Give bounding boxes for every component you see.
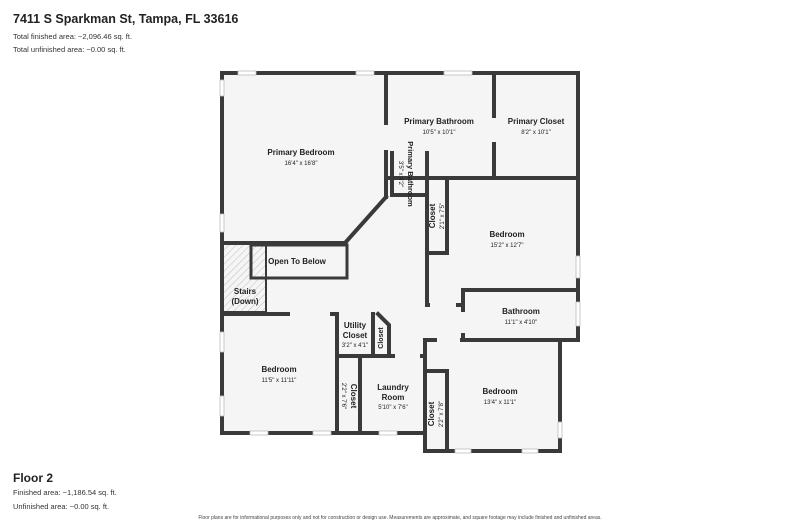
- laundry-label-2: Room: [382, 393, 405, 402]
- total-unfinished-area: Total unfinished area: ~0.00 sq. ft.: [13, 45, 126, 54]
- bedroom-b-dim: 11'5" x 11'11": [262, 378, 297, 384]
- primary-bathroom-small-label: Primary Bathroom: [406, 141, 415, 207]
- laundry-dim: 5'10" x 7'6": [378, 405, 408, 411]
- closet-a-dim: 2'1" x 7'5": [440, 203, 446, 229]
- bedroom-c-label: Bedroom: [482, 387, 517, 396]
- stairs-sub-label: (Down): [231, 297, 258, 306]
- floor-area: [222, 73, 578, 451]
- address-title: 7411 S Sparkman St, Tampa, FL 33616: [13, 12, 239, 26]
- bedroom-a-dim: 15'2" x 12'7": [491, 243, 524, 249]
- bathroom-label: Bathroom: [502, 307, 540, 316]
- floor-finished-area: Finished area: ~1,186.54 sq. ft.: [13, 488, 117, 497]
- bedroom-a-label: Bedroom: [489, 230, 524, 239]
- primary-bedroom-label: Primary Bedroom: [267, 148, 334, 157]
- open-to-below-label: Open To Below: [268, 257, 326, 266]
- closet-b-label: Closet: [349, 384, 358, 409]
- primary-bathroom-small-dim: 3'5" x 4'2": [397, 161, 403, 187]
- closet-a-label: Closet: [428, 203, 437, 228]
- closet-c-label: Closet: [427, 401, 436, 426]
- bedroom-c-dim: 13'4" x 11'1": [484, 400, 516, 406]
- stairs-label: Stairs: [234, 287, 257, 296]
- utility-closet-label-2: Closet: [343, 331, 368, 340]
- primary-closet-label: Primary Closet: [508, 117, 565, 126]
- primary-bathroom-dim: 10'5" x 10'1": [423, 130, 456, 136]
- floor-unfinished-area: Unfinished area: ~0.00 sq. ft.: [13, 502, 110, 511]
- utility-closet-dim: 3'2" x 4'1": [342, 343, 368, 349]
- windows: [219, 70, 581, 454]
- closet-small-label: Closet: [378, 327, 385, 349]
- door-openings: [290, 118, 497, 359]
- disclaimer: Floor plans are for informational purpos…: [198, 515, 602, 521]
- walls: [220, 71, 580, 453]
- bedroom-b-label: Bedroom: [261, 365, 296, 374]
- closet-b-dim: 2'2" x 7'6": [340, 383, 346, 409]
- floor-title: Floor 2: [13, 471, 54, 485]
- primary-bedroom-dim: 16'4" x 16'8": [285, 161, 318, 167]
- utility-closet-label: Utility: [344, 321, 367, 330]
- closet-c-dim: 2'2" x 7'8": [439, 401, 445, 427]
- total-finished-area: Total finished area: ~2,096.46 sq. ft.: [13, 32, 133, 41]
- primary-closet-dim: 8'2" x 10'1": [521, 130, 551, 136]
- primary-bathroom-label: Primary Bathroom: [404, 117, 474, 126]
- bathroom-dim: 11'1" x 4'10": [505, 320, 537, 326]
- laundry-label: Laundry: [377, 383, 409, 392]
